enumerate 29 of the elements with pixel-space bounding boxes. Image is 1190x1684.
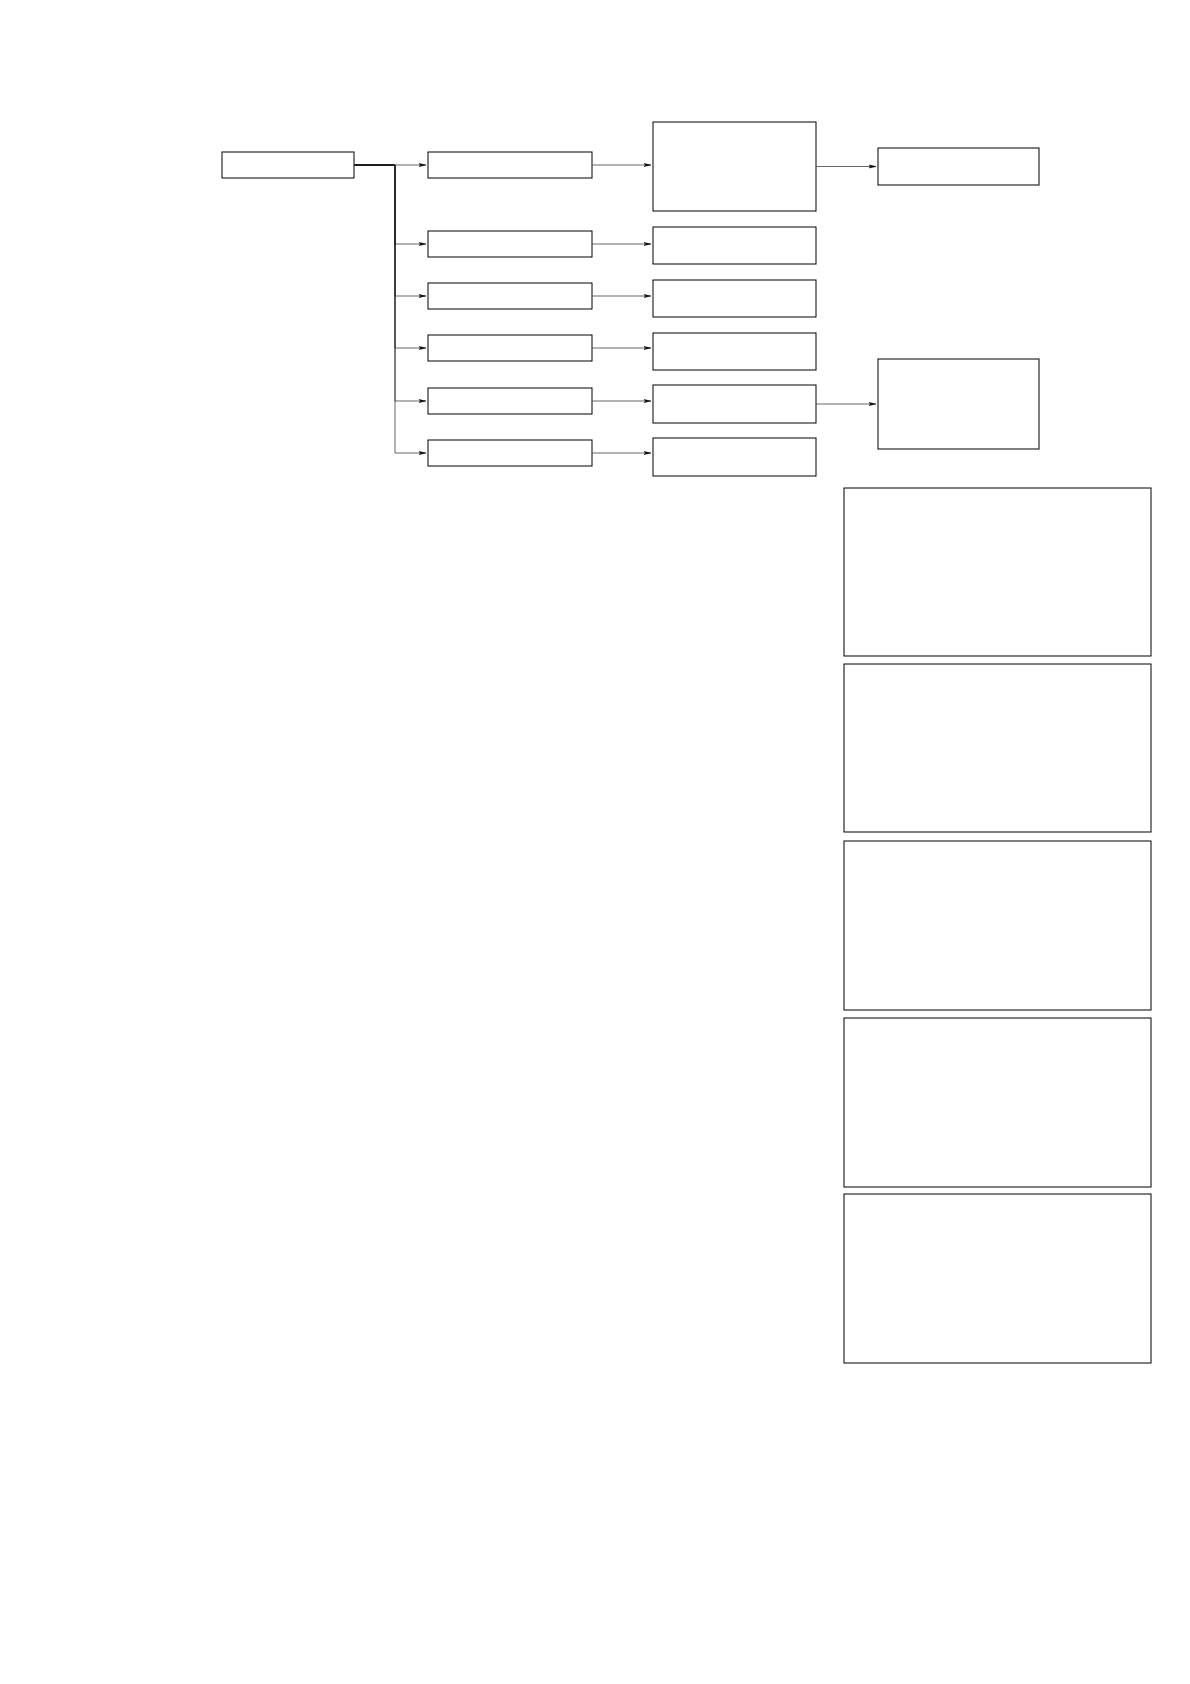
empty-box: [877, 358, 1040, 450]
empty-box: [221, 151, 355, 179]
arrow: [592, 346, 652, 350]
empty-box: [877, 147, 1040, 186]
empty-box: [652, 121, 817, 212]
empty-box: [652, 279, 817, 318]
empty-box: [843, 487, 1152, 657]
empty-box: [427, 282, 593, 310]
empty-box: [427, 387, 593, 415]
arrow: [592, 451, 652, 455]
empty-box: [843, 1017, 1152, 1188]
arrow: [354, 164, 427, 455]
empty-box: [427, 151, 593, 179]
empty-box: [652, 332, 817, 371]
arrow: [592, 242, 652, 246]
empty-box: [843, 663, 1152, 833]
empty-box: [427, 439, 593, 467]
arrow: [816, 402, 877, 406]
empty-box: [843, 840, 1152, 1011]
empty-box: [652, 384, 817, 424]
arrow: [816, 164, 877, 169]
empty-box: [652, 226, 817, 265]
arrow: [592, 294, 652, 298]
empty-box: [843, 1193, 1152, 1364]
empty-box: [427, 334, 593, 362]
empty-box: [652, 437, 817, 477]
arrow: [592, 163, 652, 167]
arrow: [592, 399, 652, 403]
empty-box: [427, 230, 593, 258]
